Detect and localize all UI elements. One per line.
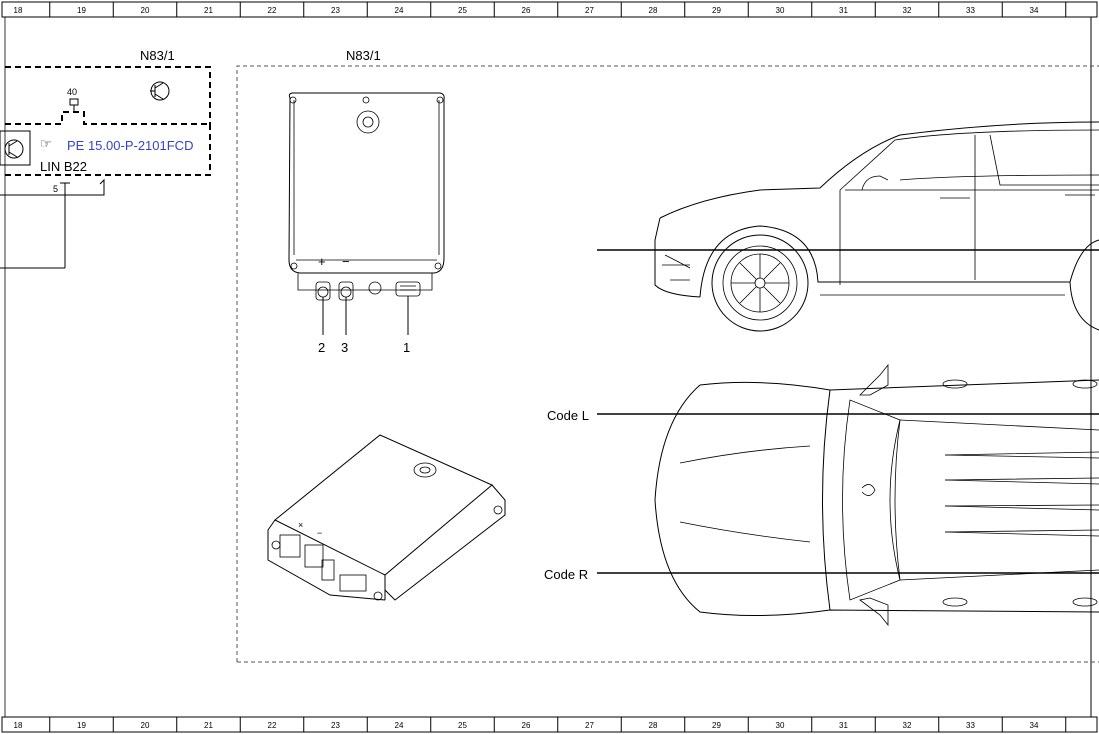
pin-label-bottom: 5 bbox=[53, 184, 58, 194]
pointing-hand-icon: ☞ bbox=[40, 136, 52, 151]
ruler-column-number: 28 bbox=[649, 721, 658, 730]
module-divider bbox=[5, 111, 210, 125]
module-outline-top bbox=[5, 66, 211, 124]
svg-text:−: − bbox=[317, 528, 322, 538]
ruler-column-number: 20 bbox=[141, 721, 150, 730]
ruler-column-number: 19 bbox=[77, 721, 86, 730]
vehicle-top-view: Code L Code R bbox=[544, 363, 1099, 627]
ruler-column-number: 34 bbox=[1030, 721, 1039, 730]
ruler-column-number: 28 bbox=[649, 6, 658, 15]
ruler-column-number: 32 bbox=[903, 721, 912, 730]
vehicle-side-view bbox=[597, 121, 1099, 332]
ruler-column-number: 21 bbox=[204, 6, 213, 15]
transistor-symbol-lower bbox=[0, 130, 31, 166]
component-view-frame bbox=[236, 65, 1099, 662]
ruler-column-number: 30 bbox=[776, 6, 785, 15]
connector-label: 3 bbox=[341, 340, 348, 355]
ruler-column-number: 34 bbox=[1030, 6, 1039, 15]
ruler-column-number: 21 bbox=[204, 721, 213, 730]
pin-label-top: 40 bbox=[67, 87, 77, 97]
transistor-symbol-upper bbox=[150, 81, 170, 101]
ruler-column-number: 25 bbox=[458, 721, 467, 730]
ruler-column-number: 27 bbox=[585, 721, 594, 730]
ruler-column-number: 32 bbox=[903, 6, 912, 15]
ruler-column-number: 24 bbox=[395, 721, 404, 730]
ruler-column-number: 31 bbox=[839, 721, 848, 730]
connector-label: 1 bbox=[403, 340, 410, 355]
wire-horizontal-upper bbox=[0, 178, 105, 196]
ruler-column-number: 23 bbox=[331, 721, 340, 730]
module-outline-bottom bbox=[5, 124, 211, 176]
control-unit-front-view: + − 2 3 1 bbox=[288, 92, 445, 355]
top-ruler: 18 19 20 21 22 23 24 25 26 27 28 29 30 31 32 33 34 bbox=[1, 1, 1098, 18]
ruler-column-number: 33 bbox=[966, 721, 975, 730]
code-r-label: Code R bbox=[544, 567, 588, 582]
ruler-column-number: 31 bbox=[839, 6, 848, 15]
ruler-column-number: 22 bbox=[268, 6, 277, 15]
ruler-column-number: 19 bbox=[77, 6, 86, 15]
ruler-column-number: 18 bbox=[14, 6, 23, 15]
schematic-block: N83/1 40 5 ☞ PE 15.00-P- bbox=[0, 48, 211, 269]
schematic-component-label: N83/1 bbox=[140, 48, 175, 63]
ruler-column-number: 29 bbox=[712, 6, 721, 15]
control-unit-isometric-view: × − bbox=[267, 434, 506, 601]
svg-text:×: × bbox=[298, 520, 303, 530]
ruler-column-number: 22 bbox=[268, 721, 277, 730]
ruler-column-number: 23 bbox=[331, 6, 340, 15]
ruler-column-number: 24 bbox=[395, 6, 404, 15]
ruler-column-number: 29 bbox=[712, 721, 721, 730]
code-l-label: Code L bbox=[547, 408, 589, 423]
bottom-ruler: 18 19 20 21 22 23 24 25 26 27 28 29 30 31 32 33 34 bbox=[1, 716, 1098, 733]
ruler-column-number: 26 bbox=[522, 6, 531, 15]
ruler-column-number: 30 bbox=[776, 721, 785, 730]
ruler-column-number: 26 bbox=[522, 721, 531, 730]
bus-label: LIN B22 bbox=[40, 159, 87, 174]
ruler-column-number: 18 bbox=[14, 721, 23, 730]
plus-sign: + bbox=[318, 254, 326, 269]
component-view-title: N83/1 bbox=[346, 48, 381, 63]
ruler-column-number: 25 bbox=[458, 6, 467, 15]
ruler-column-number: 20 bbox=[141, 6, 150, 15]
connector-label: 2 bbox=[318, 340, 325, 355]
ruler-column-number: 33 bbox=[966, 6, 975, 15]
minus-sign: − bbox=[342, 254, 350, 269]
ruler-column-number: 27 bbox=[585, 6, 594, 15]
reference-link[interactable]: PE 15.00-P-2101FCD bbox=[67, 138, 193, 153]
